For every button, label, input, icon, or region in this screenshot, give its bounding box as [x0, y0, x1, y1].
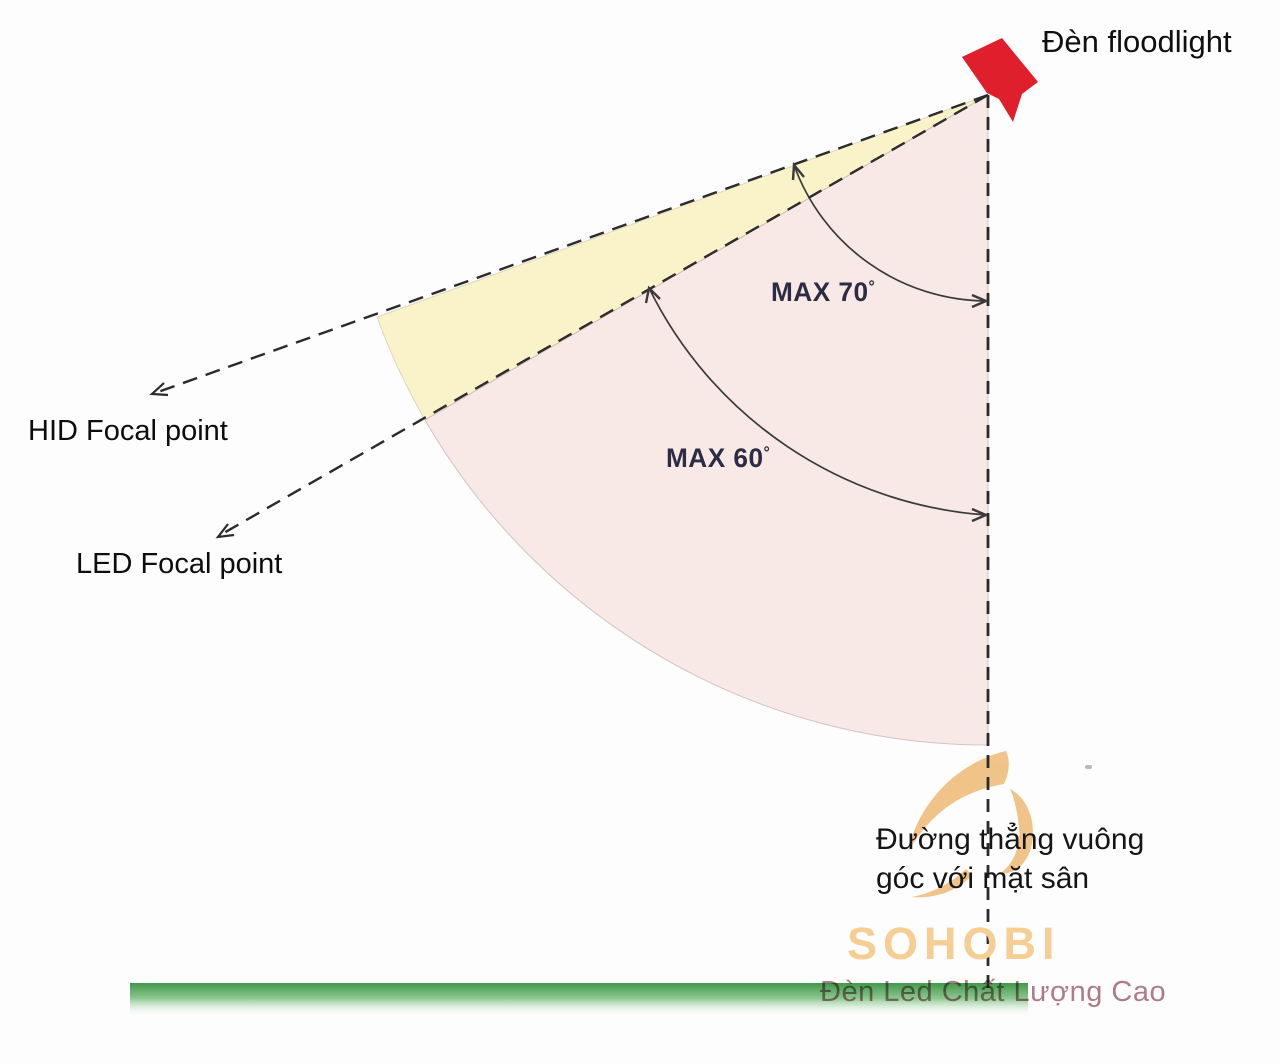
max60-degree-symbol: °	[763, 444, 771, 463]
logo-swoosh-blade-bottom	[912, 869, 972, 898]
max60-label: MAX 60°	[666, 443, 770, 474]
sohobi-logo-swoosh	[908, 751, 1092, 898]
max60-text: MAX 60	[666, 443, 764, 473]
max60-arrowhead-top	[644, 285, 661, 304]
ground-bar	[130, 983, 1028, 1017]
led-line-arrowhead	[215, 523, 235, 539]
max70-arrowhead-right	[971, 293, 990, 309]
max70-arrowhead-top	[791, 161, 805, 181]
led-beam-dashed-line	[221, 93, 989, 536]
hid-focal-point-label: HID Focal point	[28, 415, 228, 447]
max60-arrowhead-right	[971, 507, 990, 523]
max70-label: MAX 70°	[771, 277, 875, 308]
sohobi-tagline: Đèn Led Chất Lượng Cao	[820, 976, 1167, 1008]
hid-beam-dashed-line	[157, 93, 989, 394]
led-beam-sector	[424, 94, 989, 746]
logo-dot	[1085, 765, 1092, 769]
perpendicular-label-line1: Đường thẳng vuông	[876, 823, 1145, 856]
max70-angle-arrow	[791, 161, 990, 309]
max60-angle-arrow	[644, 285, 990, 523]
logo-swoosh-blade-right	[1000, 789, 1033, 874]
sohobi-wordmark: SOHOBI	[847, 918, 1061, 969]
logo-swoosh-blade-top	[908, 751, 1009, 852]
floodlight-label: Đèn floodlight	[1042, 24, 1232, 59]
hid-line-arrowhead	[149, 382, 169, 397]
max70-text: MAX 70	[771, 277, 869, 307]
max70-arc	[793, 164, 987, 302]
led-focal-point-label: LED Focal point	[76, 548, 283, 580]
perpendicular-line-label: Đường thẳng vuông góc với mặt sân	[876, 820, 1196, 898]
max70-degree-symbol: °	[868, 278, 876, 297]
perpendicular-label-line2: góc với mặt sân	[876, 862, 1090, 895]
max60-arc	[648, 287, 987, 516]
floodlight-icon	[962, 38, 1038, 122]
